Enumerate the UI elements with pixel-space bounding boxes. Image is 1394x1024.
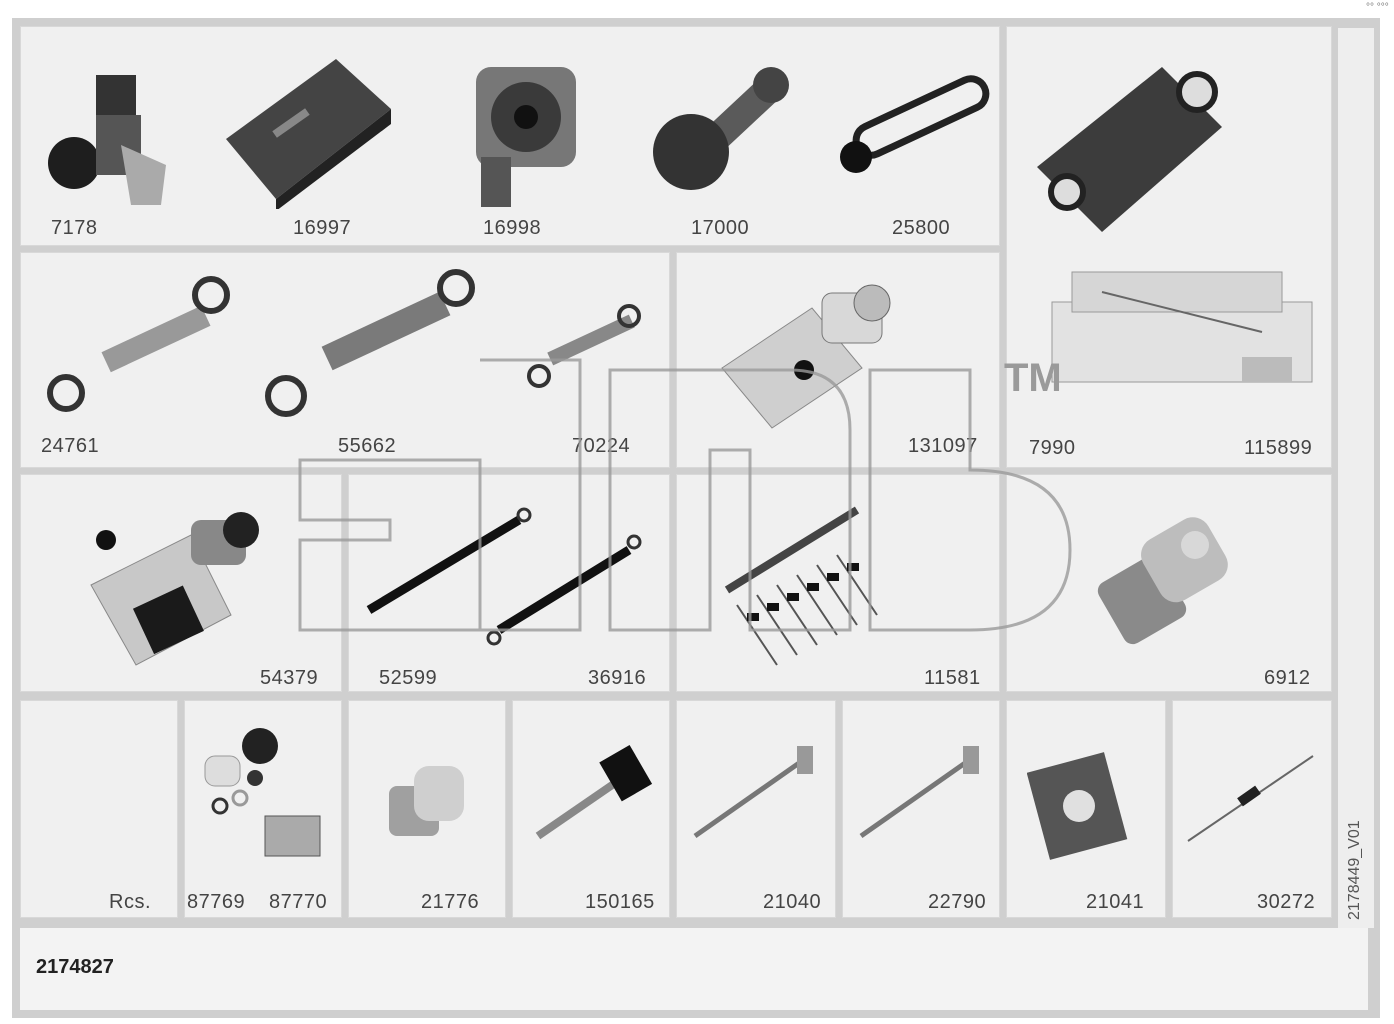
part-number: 6912	[1264, 667, 1311, 689]
part-number: 55662	[338, 435, 397, 457]
cable-picture	[366, 507, 642, 646]
cell-relay: 7990 115899	[1006, 26, 1332, 468]
part-number: 36916	[588, 667, 647, 689]
cell-gland: 6912	[1006, 474, 1332, 692]
part-number: 21041	[1086, 891, 1145, 913]
cell-diodes: 11581	[676, 474, 1000, 692]
part-number: 87770	[269, 891, 328, 913]
part-number: 16997	[293, 217, 352, 239]
cable-gland-picture	[389, 766, 464, 836]
corner-mark: °° °°°	[1366, 2, 1389, 13]
part-number: 30272	[1257, 891, 1316, 913]
switch-body-picture	[226, 59, 391, 209]
part-number: 25800	[892, 217, 951, 239]
part-number: 21040	[763, 891, 822, 913]
watermark-logo	[298, 358, 1072, 632]
valve-connector-picture	[721, 284, 891, 429]
sensor-picture	[47, 276, 230, 412]
part-number: 21776	[421, 891, 480, 913]
cell-pin-2: 22790	[842, 700, 1000, 918]
cell-cables: 52599 36916	[348, 474, 670, 692]
cell-gasket: 21041	[1006, 700, 1166, 918]
part-number: 7178	[51, 217, 98, 239]
footer	[20, 928, 1368, 1010]
part-number: 24761	[41, 435, 100, 457]
part-number: 54379	[260, 667, 319, 689]
kit-picture	[204, 728, 321, 857]
cable-gland-picture	[1097, 517, 1228, 645]
cell-gland-small: 21776	[348, 700, 506, 918]
rod-lever-picture	[840, 75, 990, 173]
sensor-picture	[527, 304, 641, 388]
trademark-symbol: TM	[1004, 356, 1062, 400]
plug-picture	[90, 512, 259, 666]
cell-rcs: Rcs.	[20, 700, 178, 918]
pin-picture	[859, 746, 979, 839]
drawing-id: 2178449_V01	[1346, 820, 1363, 920]
sensor-picture	[265, 269, 475, 417]
diode-picture	[1187, 755, 1314, 842]
roller-lever-picture	[653, 67, 789, 190]
part-number: 115899	[1244, 437, 1313, 459]
switch-head-picture	[476, 67, 576, 207]
part-number: 22790	[928, 891, 987, 913]
relay-coil-picture	[1037, 67, 1222, 232]
roller-switch-picture	[48, 75, 166, 205]
part-number: 52599	[379, 667, 438, 689]
part-number: 17000	[691, 217, 750, 239]
cell-tool: 150165	[512, 700, 670, 918]
part-number: 70224	[572, 435, 631, 457]
part-number: 131097	[908, 435, 978, 457]
part-number: 87769	[187, 891, 246, 913]
part-number: 11581	[924, 667, 981, 689]
cell-plug: 54379	[20, 474, 342, 692]
side-band	[1338, 28, 1374, 928]
document-number: 2174827	[36, 956, 114, 978]
cell-connector: 131097	[676, 252, 1000, 468]
cell-kit: 87769 87770	[184, 700, 342, 918]
rcs-label: Rcs.	[109, 891, 151, 913]
cell-switches: 7178 16997 16998 17000 25800	[20, 26, 1000, 246]
cell-diode: 30272	[1172, 700, 1332, 918]
part-number: 16998	[483, 217, 542, 239]
part-number: 150165	[585, 891, 655, 913]
cell-pin-1: 21040	[676, 700, 836, 918]
pin-picture	[693, 746, 813, 839]
part-number: 7990	[1029, 437, 1076, 459]
gasket-picture	[1027, 752, 1128, 860]
relay-terminal-picture	[1051, 271, 1313, 383]
tool-picture	[535, 744, 653, 840]
